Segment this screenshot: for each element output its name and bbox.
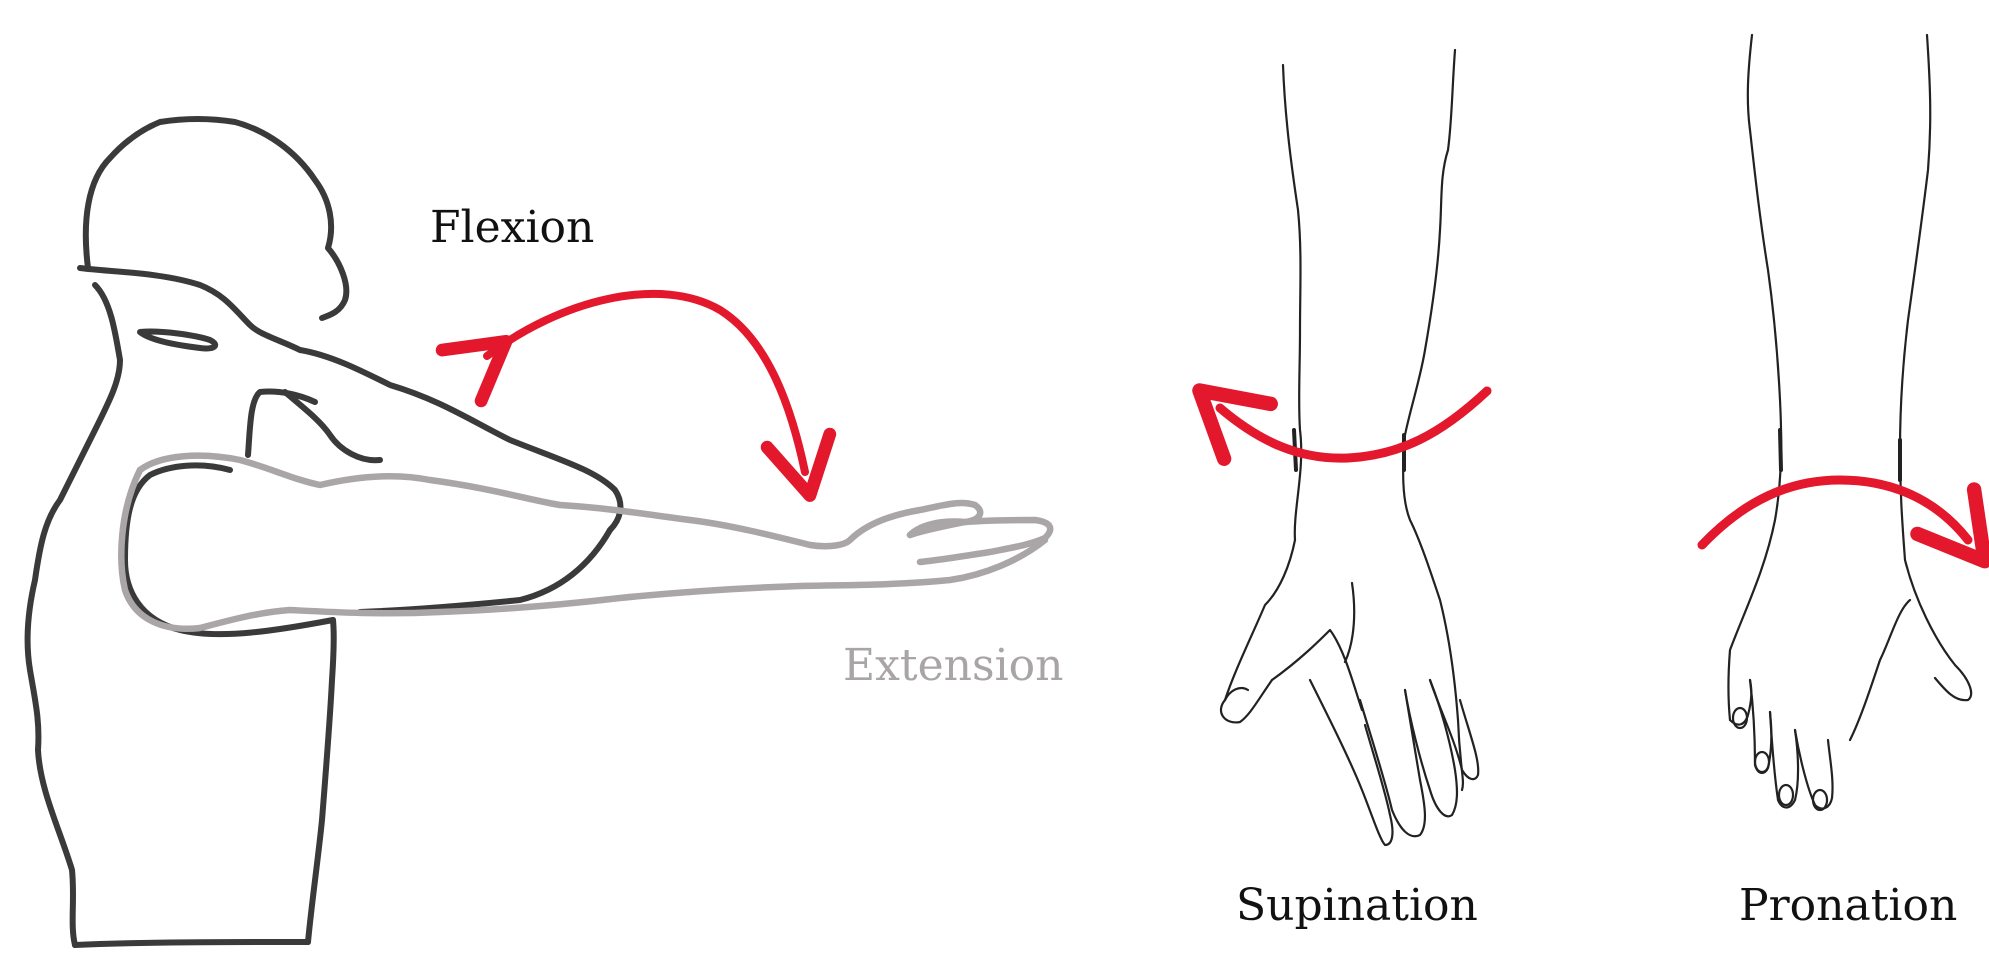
supination-finger-2 (1358, 688, 1426, 838)
supination-crease (1343, 581, 1356, 664)
torso-bottom (72, 939, 311, 948)
head (82, 116, 350, 321)
supination-thumb (1223, 686, 1250, 702)
pronation-arrow (1697, 475, 1989, 569)
flexion-label: Flexion (430, 202, 595, 253)
pronation-hand (1727, 33, 1973, 812)
extended-arm-top (136, 452, 984, 550)
extended-hand (906, 516, 1054, 566)
pronation-nail-4 (1811, 788, 1829, 812)
torso-back (24, 282, 123, 948)
torso-front (305, 617, 337, 945)
supination-finger-4 (1428, 678, 1480, 781)
extended-arm-bottom (118, 466, 1049, 632)
ear (137, 328, 219, 352)
supination-label: Supination (1236, 880, 1478, 931)
pronation-finger-3 (1768, 710, 1800, 809)
arm-elbow (122, 462, 336, 638)
pronation-nail-3 (1777, 783, 1795, 807)
pronation-label: Pronation (1739, 880, 1958, 931)
raised-arm-under (245, 388, 318, 458)
raised-arm-inner (282, 389, 383, 464)
extended-arm-outline (118, 452, 1054, 632)
supination-hand (1219, 48, 1480, 847)
supination-arrow (1192, 383, 1492, 466)
pronation-palm (1848, 598, 1912, 742)
figure-body-outline (24, 116, 624, 948)
ear-jaw (77, 265, 303, 353)
forearm-lower (357, 527, 613, 615)
pronation-nail-1 (1731, 706, 1749, 730)
pronation-forearm-left (1727, 33, 1783, 722)
pronation-wrist-mark-l (1778, 428, 1783, 472)
supination-finger-3 (1403, 678, 1459, 818)
supination-forearm-left (1219, 63, 1303, 724)
flexion-arrow (435, 289, 837, 502)
supination-palm (1270, 628, 1364, 712)
extension-label: Extension (843, 640, 1064, 691)
pronation-nail-2 (1753, 750, 1771, 774)
supination-finger-1 (1308, 678, 1394, 847)
